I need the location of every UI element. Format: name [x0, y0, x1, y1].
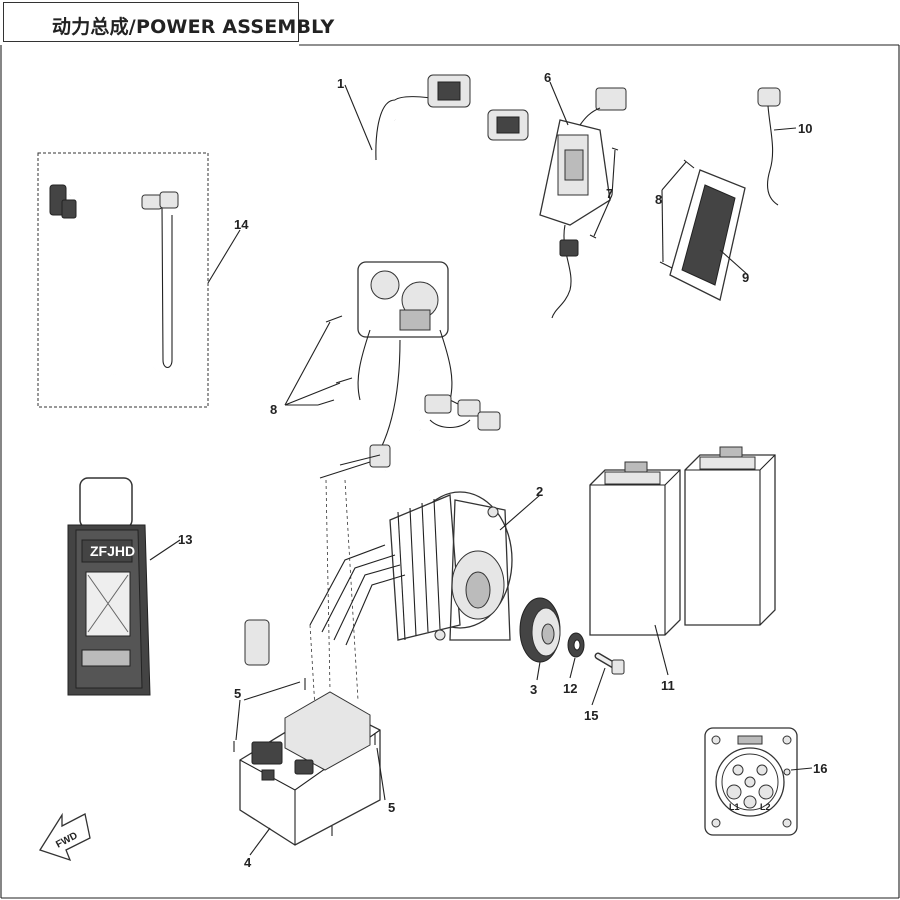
callout-16: 16: [813, 761, 827, 776]
part-16-charging-port: [704, 727, 813, 836]
part-10-sensor-lead: [757, 87, 797, 206]
part-5-bolts-controller: [233, 678, 386, 836]
callout-4: 4: [244, 855, 252, 870]
part-1-wiring-harness: [319, 74, 529, 479]
callout-10: 10: [798, 121, 812, 136]
part-4-motor-controller: [239, 691, 381, 856]
part-2-motor: [389, 491, 541, 641]
motor-phase-cables: [244, 479, 406, 726]
part-12-washer: [567, 632, 585, 679]
callout-8a: 8: [270, 402, 277, 417]
fwd-arrow: [39, 812, 91, 862]
part-8-bolts-harness: [284, 315, 353, 406]
diagram-title: 动力总成/POWER ASSEMBLY: [52, 16, 335, 38]
callout-5b: 5: [388, 800, 395, 815]
title-box: 动力总成/POWER ASSEMBLY: [3, 2, 334, 42]
charger-brand-label: ZFJHD: [90, 543, 135, 559]
part-14-charging-cables: [37, 152, 241, 408]
part-6-controller-module: [539, 81, 627, 319]
callout-3: 3: [530, 682, 537, 697]
callout-15: 15: [584, 708, 598, 723]
port-label-l1: L1: [729, 802, 740, 812]
callout-12: 12: [563, 681, 577, 696]
part-13-charger: [67, 477, 181, 696]
callout-7: 7: [606, 186, 613, 201]
part-11-batteries: [589, 446, 776, 676]
port-label-l2: L2: [760, 802, 771, 812]
part-15-bolt: [591, 652, 625, 706]
part-3-gear: [519, 597, 561, 681]
callout-6: 6: [544, 70, 551, 85]
callout-5a: 5: [234, 686, 241, 701]
callout-8b: 8: [655, 192, 662, 207]
callout-11: 11: [661, 678, 675, 693]
callout-14: 14: [234, 217, 249, 232]
callout-1: 1: [337, 76, 344, 91]
callout-9: 9: [742, 270, 749, 285]
callout-2: 2: [536, 484, 543, 499]
callout-13: 13: [178, 532, 192, 547]
part-9-mounting-bracket: [659, 159, 749, 301]
